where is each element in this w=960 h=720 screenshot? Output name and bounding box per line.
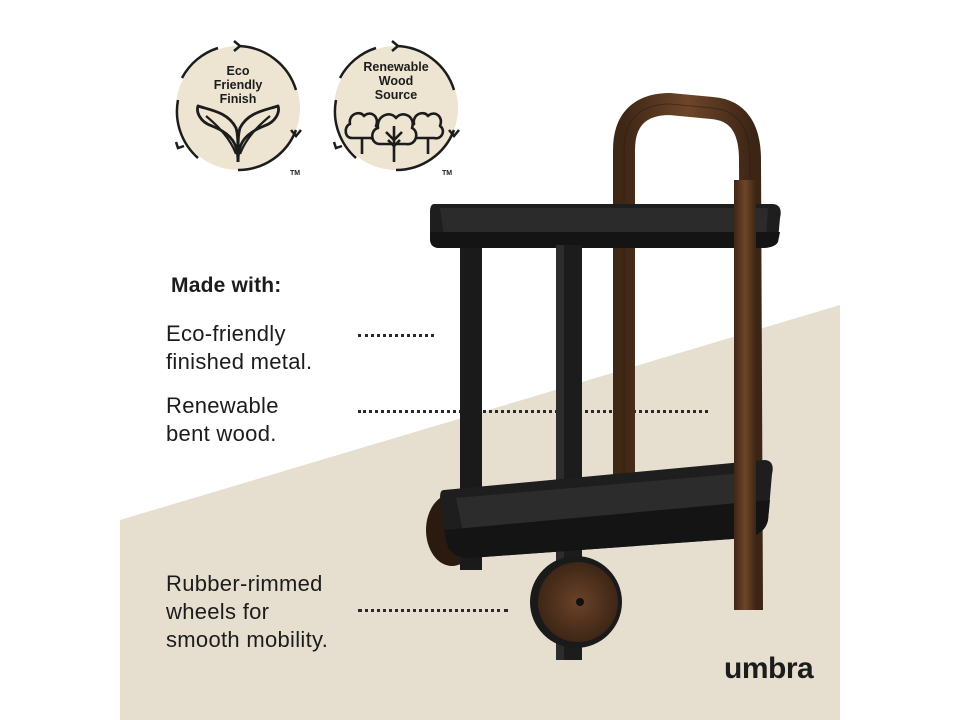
trees-icon <box>344 111 445 162</box>
trademark-mark: TM <box>290 170 301 177</box>
leader-line-wheels <box>358 609 508 612</box>
leaf-icon <box>196 104 280 163</box>
eco-friendly-finish-badge: Eco Friendly Finish TM <box>168 38 308 178</box>
leader-line-wood <box>358 410 708 413</box>
badge-label: Renewable Wood Source <box>363 60 429 102</box>
made-with-heading: Made with: <box>171 274 282 297</box>
leader-line-metal <box>358 334 434 337</box>
feature-metal: Eco-friendly finished metal. <box>166 321 313 374</box>
trademark-mark: TM <box>442 170 453 177</box>
feature-wood: Renewable bent wood. <box>166 393 279 446</box>
umbra-logo: umbra <box>724 652 814 685</box>
badge-label: Eco Friendly Finish <box>213 64 263 106</box>
feature-wheels: Rubber-rimmed wheels for smooth mobility… <box>166 571 329 652</box>
circular-arrows-icon <box>174 40 302 172</box>
renewable-wood-source-badge: Renewable Wood Source TM <box>326 38 466 178</box>
bar-cart-product-image <box>426 92 781 660</box>
